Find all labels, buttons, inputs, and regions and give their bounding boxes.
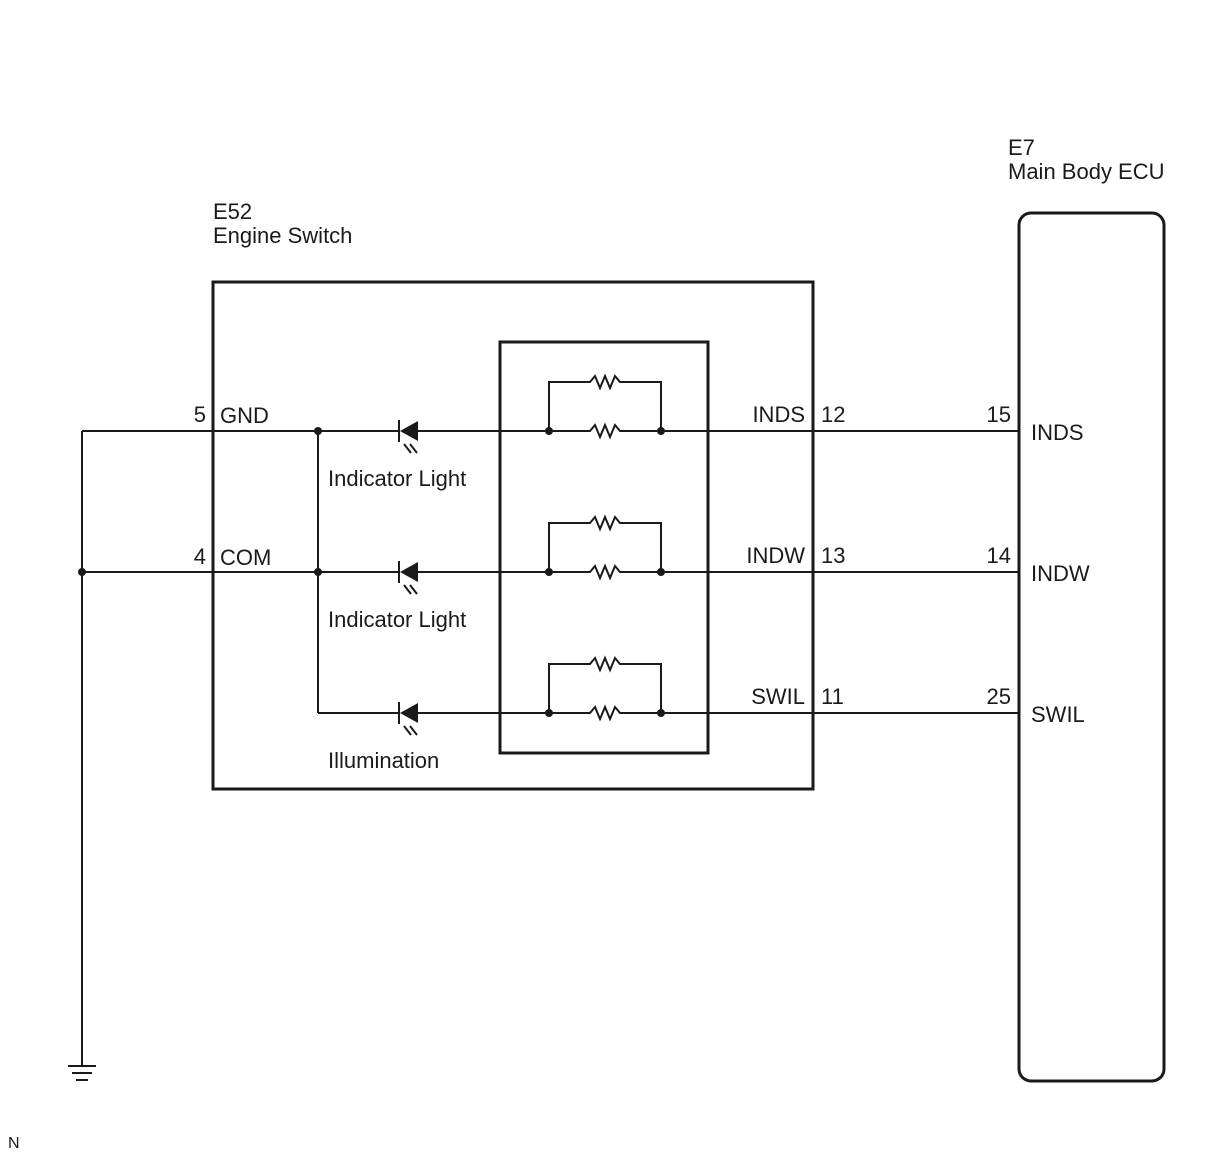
junction-dot [545, 709, 553, 717]
light-emission-icon [403, 584, 418, 595]
switch-pin-number: 11 [821, 684, 844, 709]
switch-pin-number: 12 [821, 402, 845, 427]
junction-dot [657, 427, 665, 435]
ecu-terminal-label: INDW [1031, 561, 1090, 586]
resistor-icon [586, 704, 624, 722]
ecu-terminal-label: SWIL [1031, 702, 1085, 727]
resistor-icon [548, 655, 662, 713]
light-emission-icon [403, 443, 418, 454]
switch-terminal-label: INDS [752, 402, 805, 427]
engine-switch-name: Engine Switch [213, 223, 352, 248]
led-label: Indicator Light [328, 607, 466, 632]
resistor-module-box [498, 340, 710, 755]
pin-label-gnd: GND [220, 403, 269, 428]
ecu-box [1017, 211, 1166, 1083]
resistor-icon [586, 422, 624, 440]
led-label: Illumination [328, 748, 439, 773]
ecu-terminal-label: INDS [1031, 420, 1084, 445]
junction-dot [657, 709, 665, 717]
led-icon [400, 421, 418, 441]
ecu-pin-number: 15 [987, 402, 1011, 427]
resistor-icon [586, 563, 624, 581]
led-label: Indicator Light [328, 466, 466, 491]
junction-dot [545, 427, 553, 435]
switch-terminal-label: INDW [746, 543, 805, 568]
ecu-code: E7 [1008, 135, 1035, 160]
pin-number-com: 4 [194, 544, 206, 569]
switch-pin-number: 13 [821, 543, 845, 568]
light-emission-icon [403, 725, 418, 736]
pin-number-gnd: 5 [194, 402, 206, 427]
resistor-icon [548, 514, 662, 572]
engine-switch-code: E52 [213, 199, 252, 224]
ground-icon [68, 1065, 96, 1081]
resistor-icon [548, 373, 662, 431]
ecu-pin-number: 25 [987, 684, 1011, 709]
led-icon [400, 703, 418, 723]
led-icon [400, 562, 418, 582]
junction-dot [657, 568, 665, 576]
switch-terminal-label: SWIL [751, 684, 805, 709]
ecu-name: Main Body ECU [1008, 159, 1165, 184]
junction-dot [545, 568, 553, 576]
corner-mark: N [8, 1135, 20, 1152]
pin-label-com: COM [220, 545, 271, 570]
ecu-pin-number: 14 [987, 543, 1011, 568]
engine-switch-box [211, 280, 815, 791]
